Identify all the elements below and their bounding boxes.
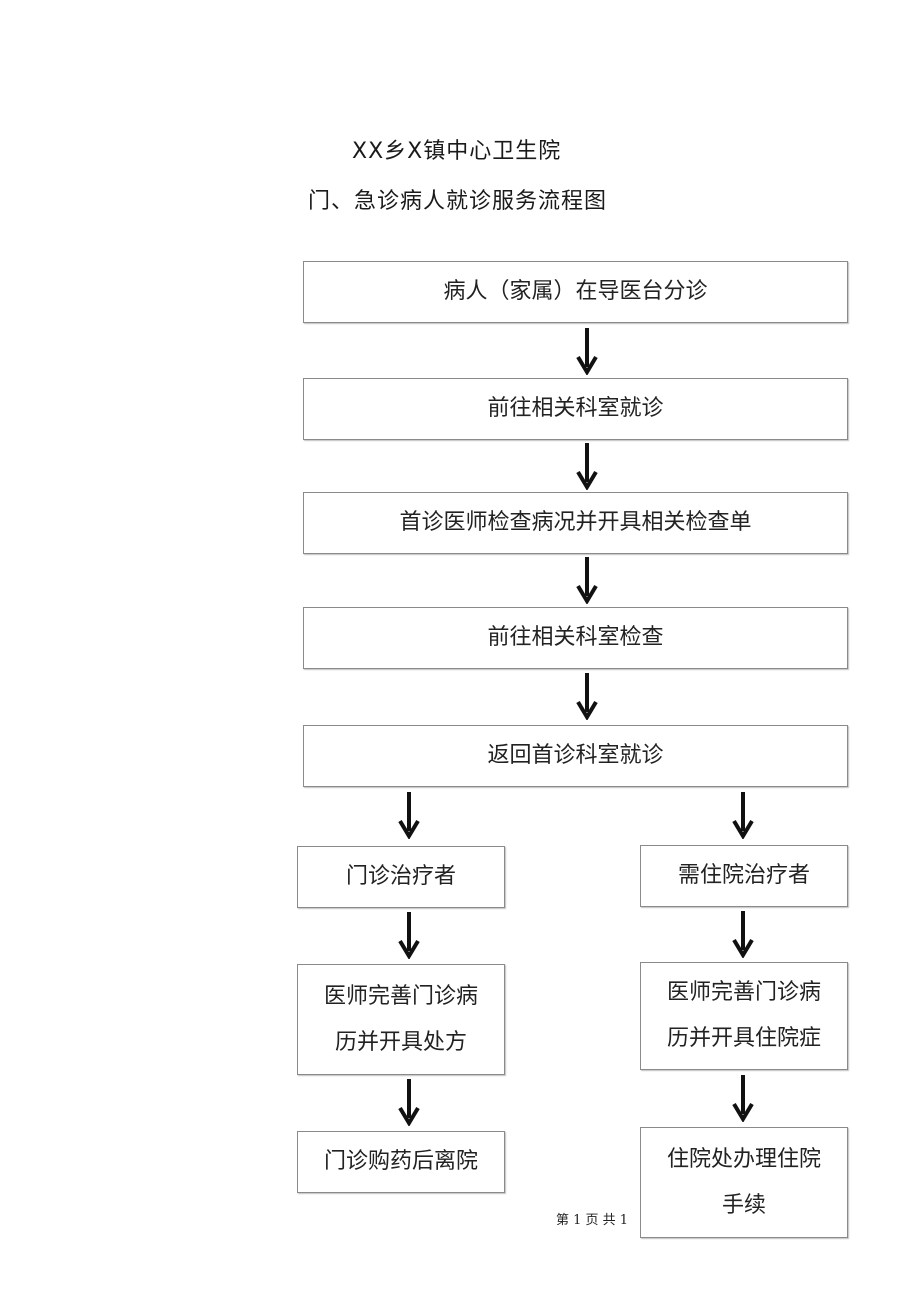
arrow-down-icon <box>576 557 598 604</box>
inpatient-registration-line1: 住院处办理住院 <box>666 1146 821 1172</box>
inpatient-registration: 住院处办理住院 手续 <box>640 1127 848 1238</box>
arrow-down-icon <box>398 1079 420 1126</box>
outpatient-branch-label: 门诊治疗者 <box>345 864 456 889</box>
step-triage-label: 病人（家属）在导医台分诊 <box>443 279 708 304</box>
step-return-department: 返回首诊科室就诊 <box>303 725 848 787</box>
step-go-examination: 前往相关科室检查 <box>303 607 848 669</box>
step-triage: 病人（家属）在导医台分诊 <box>303 261 848 323</box>
arrow-down-icon <box>732 792 754 839</box>
outpatient-branch: 门诊治疗者 <box>297 846 505 908</box>
step-go-examination-label: 前往相关科室检查 <box>487 625 664 650</box>
inpatient-admission-note: 医师完善门诊病 历并开具住院症 <box>640 962 848 1070</box>
arrow-down-icon <box>576 673 598 720</box>
inpatient-branch: 需住院治疗者 <box>640 845 848 907</box>
arrow-down-icon <box>732 911 754 958</box>
flowchart-title: 门、急诊病人就诊服务流程图 <box>308 189 608 214</box>
outpatient-prescription: 医师完善门诊病 历并开具处方 <box>297 964 505 1075</box>
step-first-exam-label: 首诊医师检查病况并开具相关检查单 <box>399 510 752 535</box>
inpatient-registration-line2: 手续 <box>721 1192 766 1218</box>
arrow-down-icon <box>576 443 598 490</box>
outpatient-prescription-line2: 历并开具处方 <box>334 1029 467 1055</box>
page-number: 第 1 页 共 1 <box>556 1213 629 1228</box>
arrow-down-icon <box>398 912 420 959</box>
step-visit-department-label: 前往相关科室就诊 <box>487 396 664 421</box>
inpatient-admission-note-line2: 历并开具住院症 <box>666 1026 821 1051</box>
outpatient-discharge-label: 门诊购药后离院 <box>323 1149 478 1174</box>
arrow-down-icon <box>576 328 598 375</box>
inpatient-branch-label: 需住院治疗者 <box>677 863 810 888</box>
step-first-exam: 首诊医师检查病况并开具相关检查单 <box>303 492 848 554</box>
outpatient-prescription-line1: 医师完善门诊病 <box>323 983 478 1009</box>
arrow-down-icon <box>732 1075 754 1122</box>
step-return-department-label: 返回首诊科室就诊 <box>487 743 664 768</box>
outpatient-discharge: 门诊购药后离院 <box>297 1131 505 1193</box>
inpatient-admission-note-line1: 医师完善门诊病 <box>666 980 821 1005</box>
hospital-name: XX乡X镇中心卫生院 <box>352 139 562 164</box>
step-visit-department: 前往相关科室就诊 <box>303 378 848 440</box>
arrow-down-icon <box>398 792 420 839</box>
